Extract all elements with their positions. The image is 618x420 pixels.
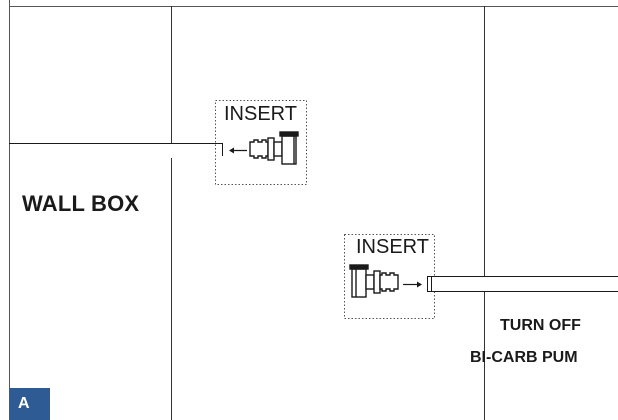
step-badge: A [10, 388, 50, 420]
quick-connect-fitting-icon [349, 264, 399, 298]
arrow-left-icon [229, 147, 247, 154]
insert-label-top: INSERT [224, 103, 297, 125]
quick-connect-fitting-icon [249, 131, 299, 165]
bicarb-pump-label: BI-CARB PUM [470, 349, 578, 366]
insert-box-top [215, 100, 307, 185]
wall-box-label: WALL BOX [22, 191, 140, 216]
pump-tube [427, 276, 618, 292]
insert-box-bottom [344, 234, 435, 319]
turn-off-label: TURN OFF [500, 317, 581, 334]
wall-tube-line [9, 143, 223, 156]
insert-label-bottom: INSERT [356, 236, 429, 258]
arrow-right-icon [403, 281, 422, 288]
